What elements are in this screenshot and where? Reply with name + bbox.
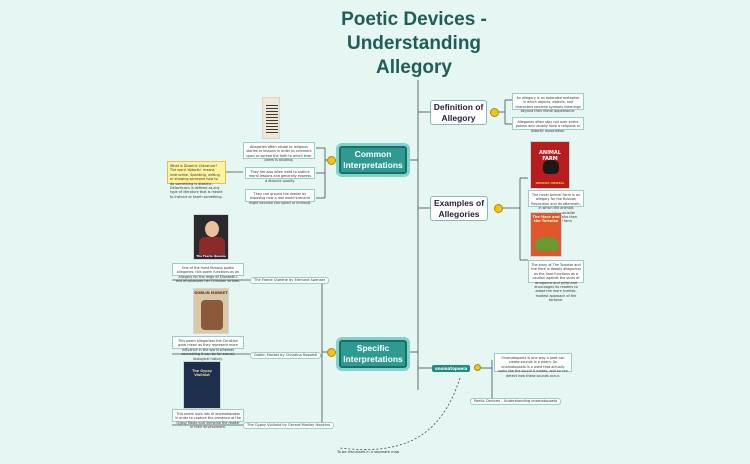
note-didactic-literature[interactable]: What is Didactic Literature? The word 'd… — [167, 161, 226, 199]
goblin-market-cover-title: GOBLIN MARKET — [194, 291, 228, 295]
note-gypsy-violinist[interactable]: This poem uses lots of onomatopoeia in o… — [172, 409, 244, 429]
marker-dot — [474, 364, 481, 371]
hare-tortoise-cover-image: The Hare and the Tortoise — [530, 212, 562, 257]
marker-dot — [327, 348, 336, 357]
note-animal-farm[interactable]: The novel Animal Farm is an allegory for… — [528, 190, 584, 223]
marker-dot — [490, 108, 499, 117]
label-gypsy-violinist[interactable]: The Gypsy Violinist by Gerard Manley Hop… — [243, 422, 334, 429]
woodcut-pattern — [266, 103, 278, 133]
link-onomatopoeia-map[interactable]: Poetic Devices - Understanding onomatopo… — [470, 398, 562, 405]
note-definition-usage[interactable]: Allegories often stay not over entire po… — [512, 117, 584, 133]
label-separate-map: To be discussed in a separate map — [337, 450, 400, 454]
faerie-queene-caption: The Faerie Queene — [196, 254, 226, 258]
faerie-queene-portrait-image: The Faerie Queene — [193, 214, 229, 260]
animal-farm-cover-image: ANIMAL FARM GEORGE ORWELL — [530, 141, 570, 189]
note-hare-tortoise[interactable]: The story of The Tortoise and the Hare i… — [528, 260, 584, 302]
religious-woodcut-image — [262, 97, 280, 139]
pig-silhouette-icon — [543, 160, 559, 174]
hub-specific-interpretations[interactable]: Specific Interpretations — [339, 340, 407, 368]
animal-farm-cover-author: GEORGE ORWELL — [535, 181, 565, 185]
note-goblin-market[interactable]: This poem allegorizes the Christian gods… — [172, 336, 244, 361]
portrait-face — [205, 221, 219, 237]
note-onomatopoeia[interactable]: Onomatopoeia is one way a poet can creat… — [494, 353, 572, 378]
note-religious-lessons[interactable]: Allegories often allude to religious sto… — [243, 142, 315, 162]
goblin-market-cover-image: GOBLIN MARKET — [193, 288, 229, 334]
label-goblin-market[interactable]: Goblin Market by Christina Rossetti — [250, 352, 322, 359]
gypsy-violinist-cover-title: The Gypsy Violinist — [192, 369, 212, 377]
topic-examples-of-allegories[interactable]: Examples of Allegories — [430, 196, 488, 221]
page-title: Poetic Devices - Understanding Allegory — [341, 9, 487, 78]
hare-tortoise-cover-title: The Hare and the Tortoise — [532, 215, 560, 223]
topic-onomatopoeia[interactable]: onomatopoeia — [432, 365, 471, 372]
goblin-illustration — [201, 300, 223, 330]
label-faerie-queene[interactable]: The Faerie Queene by Edmund Spenser — [250, 277, 330, 284]
gypsy-violinist-cover-image: The Gypsy Violinist — [183, 361, 221, 409]
tortoise-illustration-icon — [535, 237, 559, 251]
marker-dot — [327, 156, 336, 165]
note-faerie-queene[interactable]: One of the most famous poetic allegories… — [172, 263, 244, 283]
animal-farm-cover-title: ANIMAL FARM — [539, 150, 561, 162]
hub-common-interpretations[interactable]: Common Interpretations — [339, 146, 407, 174]
note-moral-lessons[interactable]: They are also often used to outline mora… — [245, 167, 315, 183]
marker-dot — [494, 204, 503, 213]
topic-definition-of-allegory[interactable]: Definition of Allegory — [430, 100, 487, 125]
portrait-gown — [199, 237, 225, 255]
note-definition[interactable]: An allegory is an extended metaphor in w… — [512, 93, 584, 113]
note-corruption-scenario[interactable]: They can ground the reader by exposing h… — [245, 189, 315, 205]
